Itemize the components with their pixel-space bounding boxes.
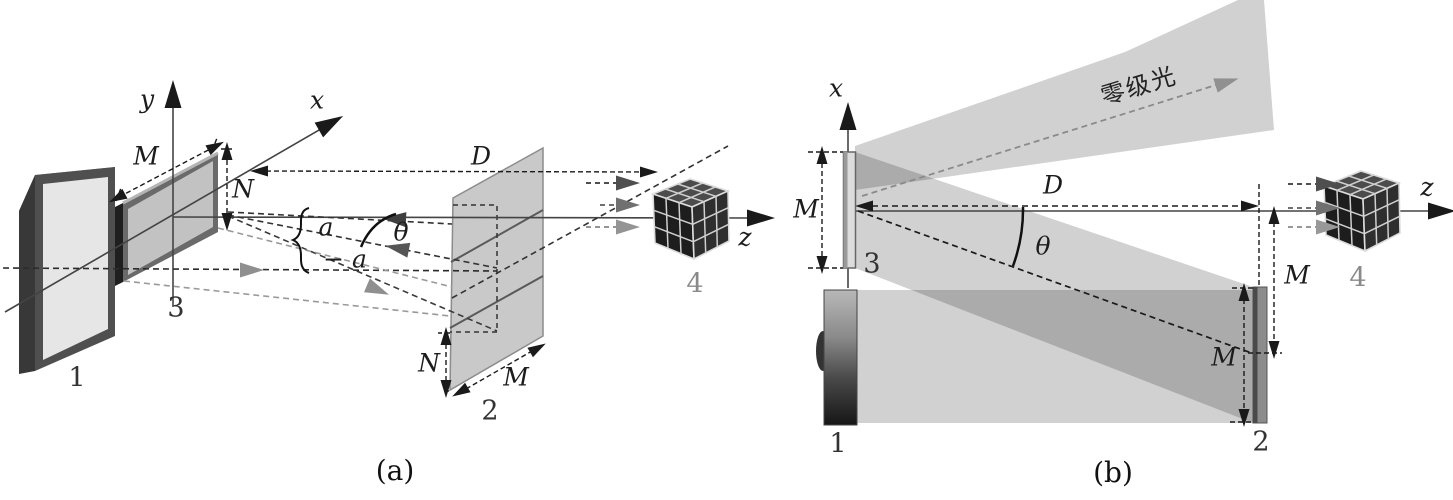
panel-a-angle-marks xyxy=(290,207,397,274)
panel-a-object-cube xyxy=(652,178,730,260)
distance-label-b: D xyxy=(1042,170,1064,200)
slm-height-label-a: N xyxy=(232,174,254,204)
panel-b-dimensions xyxy=(808,151,1282,423)
caption-a: (a) xyxy=(375,454,415,487)
object-number-b: 4 xyxy=(1349,262,1367,294)
diffracted-beam xyxy=(855,152,1253,423)
panel-b-rays xyxy=(857,184,1260,356)
slm-number-a: 3 xyxy=(167,292,185,324)
screen-number-a: 1 xyxy=(68,362,86,394)
angle-neg-label-a: − a xyxy=(323,244,367,274)
theta-label-b: θ xyxy=(1035,231,1051,261)
slm-number-b: 3 xyxy=(863,248,881,280)
object-number-a: 4 xyxy=(686,268,704,300)
zero-order-beam xyxy=(855,0,1274,190)
axis-y-label-a: y xyxy=(139,84,155,114)
hologram-number-b: 2 xyxy=(1252,426,1270,458)
panel-a-incident-arrows xyxy=(586,182,616,228)
hologram-number-a: 2 xyxy=(481,395,499,427)
theta-label-a: θ xyxy=(393,217,409,247)
holo-width-label-b: M xyxy=(1211,342,1237,372)
panel-a-hologram-2 xyxy=(449,146,544,392)
panel-a-slm-3 xyxy=(115,151,219,286)
offset-label-b: M xyxy=(1284,260,1310,290)
panel-b-incident-arrows xyxy=(1288,183,1316,228)
axis-x-label-b: x xyxy=(828,73,844,103)
angle-pos-label-a: a xyxy=(318,212,334,242)
axis-z-label-a: z xyxy=(738,222,752,252)
panel-b-zero-order-ray xyxy=(861,71,1241,197)
panel-b-hologram-2 xyxy=(1252,286,1268,424)
axis-z-label-b: z xyxy=(1420,172,1434,202)
panel-a-incident-arrowheads xyxy=(616,175,640,235)
distance-label-a: D xyxy=(470,141,492,171)
panel-a-screen-1 xyxy=(19,167,115,374)
panel-b-beams xyxy=(855,0,1274,423)
holo-height-label-a: N xyxy=(418,348,440,378)
panel-a-dimensions xyxy=(115,137,651,394)
holo-width-label-a: M xyxy=(503,362,529,392)
panel-b-slm-3 xyxy=(842,151,857,269)
panel-a-rays xyxy=(2,145,729,332)
panel-b-source-1 xyxy=(816,289,858,426)
source-number-b: 1 xyxy=(829,428,847,460)
reference-beam xyxy=(857,290,1253,423)
caption-b: (b) xyxy=(1093,456,1133,489)
axis-x-label-a: x xyxy=(309,85,325,115)
slm-width-label-b: M xyxy=(793,194,819,224)
slm-width-label-a: M xyxy=(133,141,159,171)
